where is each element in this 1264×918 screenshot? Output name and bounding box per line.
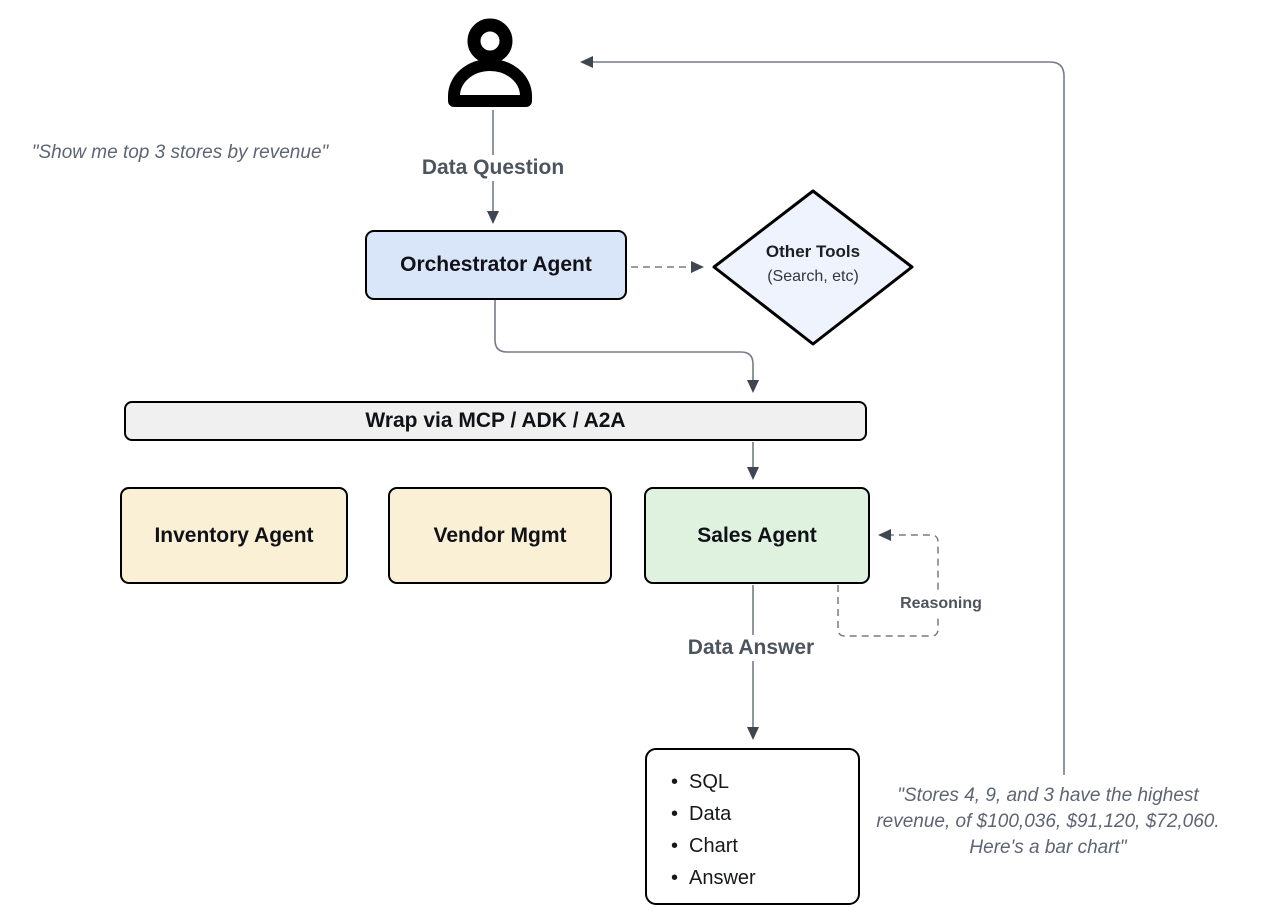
output-item: SQL (671, 766, 858, 798)
inventory-agent-node: Inventory Agent (120, 487, 348, 584)
other-tools-node: Other Tools (Search, etc) (723, 240, 903, 288)
answer-quote: "Stores 4, 9, and 3 have the highest rev… (860, 783, 1236, 861)
output-item: Data (671, 798, 858, 830)
other-tools-title: Other Tools (765, 242, 861, 261)
user-question-quote: "Show me top 3 stores by revenue" (31, 142, 329, 163)
output-artifacts-list: SQL Data Chart Answer (671, 766, 858, 894)
vendor-mgmt-label: Vendor Mgmt (433, 523, 567, 547)
other-tools-subtitle: (Search, etc) (767, 267, 859, 285)
sales-agent-label: Sales Agent (697, 523, 817, 547)
wrap-protocol-bar: Wrap via MCP / ADK / A2A (124, 401, 867, 441)
orchestrator-agent-node: Orchestrator Agent (365, 230, 627, 300)
user-icon (441, 6, 541, 112)
answer-quote-line: Here's a bar chart" (969, 837, 1127, 858)
output-artifacts-node: SQL Data Chart Answer (645, 748, 860, 905)
arrow-orchestrator-to-wrap-bar (494, 300, 759, 393)
output-item: Answer (671, 862, 858, 894)
answer-quote-line: "Stores 4, 9, and 3 have the highest (897, 785, 1199, 806)
other-tools-diamond (712, 189, 914, 346)
vendor-mgmt-node: Vendor Mgmt (388, 487, 612, 584)
answer-quote-line: revenue, of $100,036, $91,120, $72,060. (876, 811, 1220, 832)
inventory-agent-label: Inventory Agent (154, 523, 314, 547)
reasoning-label: Reasoning (895, 594, 987, 614)
data-answer-label: Data Answer (682, 635, 820, 661)
wrap-protocol-label: Wrap via MCP / ADK / A2A (365, 409, 626, 432)
sales-agent-node: Sales Agent (644, 487, 870, 584)
output-item: Chart (671, 830, 858, 862)
data-question-label: Data Question (416, 155, 570, 181)
orchestrator-agent-label: Orchestrator Agent (400, 253, 592, 276)
